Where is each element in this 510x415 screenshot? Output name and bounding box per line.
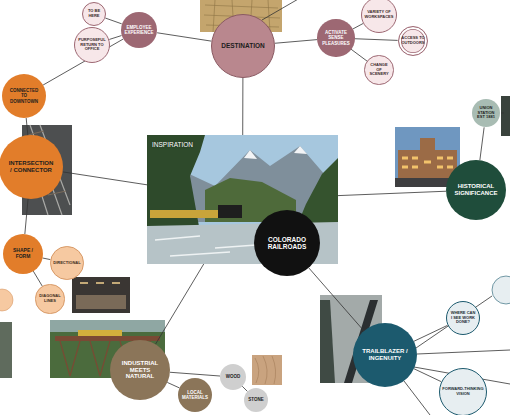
central-topic-circle: COLORADO RAILROADS: [254, 210, 320, 276]
connector-line: [352, 24, 363, 30]
node-label: TO BE HERE: [85, 9, 102, 18]
idea-circle: DIAGONAL LINES: [35, 284, 64, 313]
topic-circle: INTERSECTION / CONNECTOR: [0, 135, 63, 199]
idea-circle: UNION STATION EST 1881: [472, 99, 501, 128]
wood-sample: [252, 355, 282, 385]
connector-line: [275, 40, 318, 44]
edge-photo: [0, 322, 12, 378]
topic-circle: TRAILBLAZER / INGENUITY: [353, 323, 417, 387]
tower: [420, 138, 435, 152]
building: [398, 150, 457, 178]
branch-line: [501, 113, 504, 114]
wood-swatch: [252, 355, 282, 385]
node-label: INDUSTRIAL MEETS NATURAL: [118, 360, 161, 381]
node-label: VARIETY OF WORKSPACES: [364, 10, 395, 19]
topic-circle: HISTORICAL SIGNIFICANCE: [446, 160, 506, 220]
idea-circle: DIRECTIONAL: [50, 246, 84, 280]
node-label: HISTORICAL SIGNIFICANCE: [454, 183, 499, 197]
connector-line: [105, 18, 121, 24]
node-label: WHERE CAN I SEE WORK DONE?: [451, 311, 476, 325]
branch-line: [416, 296, 492, 348]
connector-line: [26, 118, 28, 135]
train: [78, 330, 122, 336]
node-label: ACTIVATE SENSE PLEASURES: [321, 30, 351, 46]
subtopic-circle: LOCAL MATERIALS: [178, 378, 212, 412]
snow: [294, 146, 307, 154]
topic-circle: DESTINATION: [211, 14, 275, 78]
connector-line: [170, 372, 220, 376]
node-label: LOCAL MATERIALS: [181, 390, 209, 400]
edge-photo: [501, 96, 510, 136]
node-label: ACCESS TO OUTDOORS: [400, 36, 425, 45]
connector-line: [309, 268, 364, 331]
node-label: FORWARD-THINKING VISION: [441, 387, 484, 396]
counter: [76, 295, 126, 309]
connector-line: [155, 264, 203, 344]
engine: [218, 205, 242, 218]
connector-line: [63, 172, 147, 185]
connector-line: [157, 33, 211, 41]
subtopic-circle: CONNECTED TO DOWNTOWN: [2, 74, 46, 118]
node-label: CONNECTED TO DOWNTOWN: [8, 88, 40, 104]
node-label: COLORADO RAILROADS: [263, 236, 311, 251]
idea-circle: TO BE HERE: [82, 2, 106, 26]
photo-ground: [72, 277, 130, 313]
interior-photo: [72, 277, 130, 313]
connector-line: [167, 382, 179, 388]
node-label: TRAILBLAZER / INGENUITY: [362, 348, 408, 362]
trees: [320, 300, 335, 383]
idea-circle: VARIETY OF WORKSPACES: [361, 0, 397, 33]
lights: [80, 282, 120, 284]
connector-line: [414, 369, 441, 382]
node-label: INSPIRATION: [152, 141, 193, 148]
extra-branches: [404, 276, 510, 415]
branch-line: [417, 350, 510, 354]
idea-circle: STONE: [244, 388, 268, 412]
train-cars: [150, 210, 218, 218]
idea-circle: PURPOSEFUL RETURN TO OFFICE: [74, 27, 110, 63]
node-label: DIAGONAL LINES: [38, 294, 61, 303]
idea-circle: CHANGE OF SCENERY: [364, 55, 393, 84]
idea-circle: WOOD: [220, 364, 246, 390]
branch-line: [404, 381, 430, 415]
node-label: PURPOSEFUL RETURN TO OFFICE: [77, 38, 106, 52]
connector-line: [355, 39, 398, 41]
node-label: UNION STATION EST 1881: [476, 106, 497, 120]
subtopic-circle: ACTIVATE SENSE PLEASURES: [317, 19, 354, 56]
node-label: STONE: [247, 397, 264, 402]
topic-circle: INDUSTRIAL MEETS NATURAL: [110, 340, 170, 400]
node-label: INTERSECTION / CONNECTOR: [8, 160, 55, 174]
connector-line: [480, 127, 484, 160]
connector-line: [33, 271, 42, 286]
rapids: [155, 236, 270, 256]
windows: [402, 158, 453, 167]
subtopic-circle: SHAPE / FORM: [3, 234, 43, 274]
partial-circle: [492, 276, 510, 304]
connector-line: [351, 49, 367, 61]
wood-grain: [255, 356, 276, 384]
idea-circle: FORWARD-THINKING VISION: [439, 368, 487, 415]
idea-circle: ACCESS TO OUTDOORS: [398, 26, 429, 57]
connector-line: [414, 325, 448, 341]
subtopic-circle: EMPLOYEE EXPERIENCE: [121, 12, 158, 49]
partial-circle: [0, 289, 13, 311]
snow: [244, 150, 257, 159]
node-label: CHANGE OF SCENERY: [368, 63, 389, 77]
connector-line: [109, 36, 121, 40]
node-label: EMPLOYEE EXPERIENCE: [123, 25, 154, 35]
connector-line: [242, 78, 243, 135]
branch-line: [262, 0, 300, 20]
node-label: WOOD: [224, 374, 243, 379]
connector-line: [25, 199, 28, 234]
idea-circle: WHERE CAN I SEE WORK DONE?: [446, 301, 480, 335]
node-label: DESTINATION: [220, 42, 266, 49]
node-label: DIRECTIONAL: [52, 261, 81, 266]
node-label: SHAPE / FORM: [9, 248, 38, 260]
connector-line: [338, 191, 446, 195]
